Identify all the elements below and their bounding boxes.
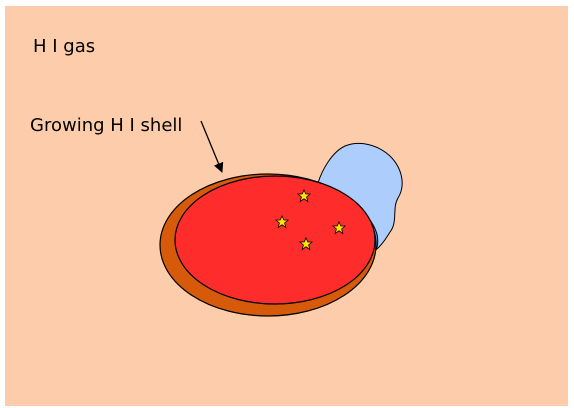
shell-label: Growing H I shell [30, 115, 182, 136]
hi-gas-label: H I gas [33, 36, 95, 57]
ionized-region [175, 176, 375, 304]
